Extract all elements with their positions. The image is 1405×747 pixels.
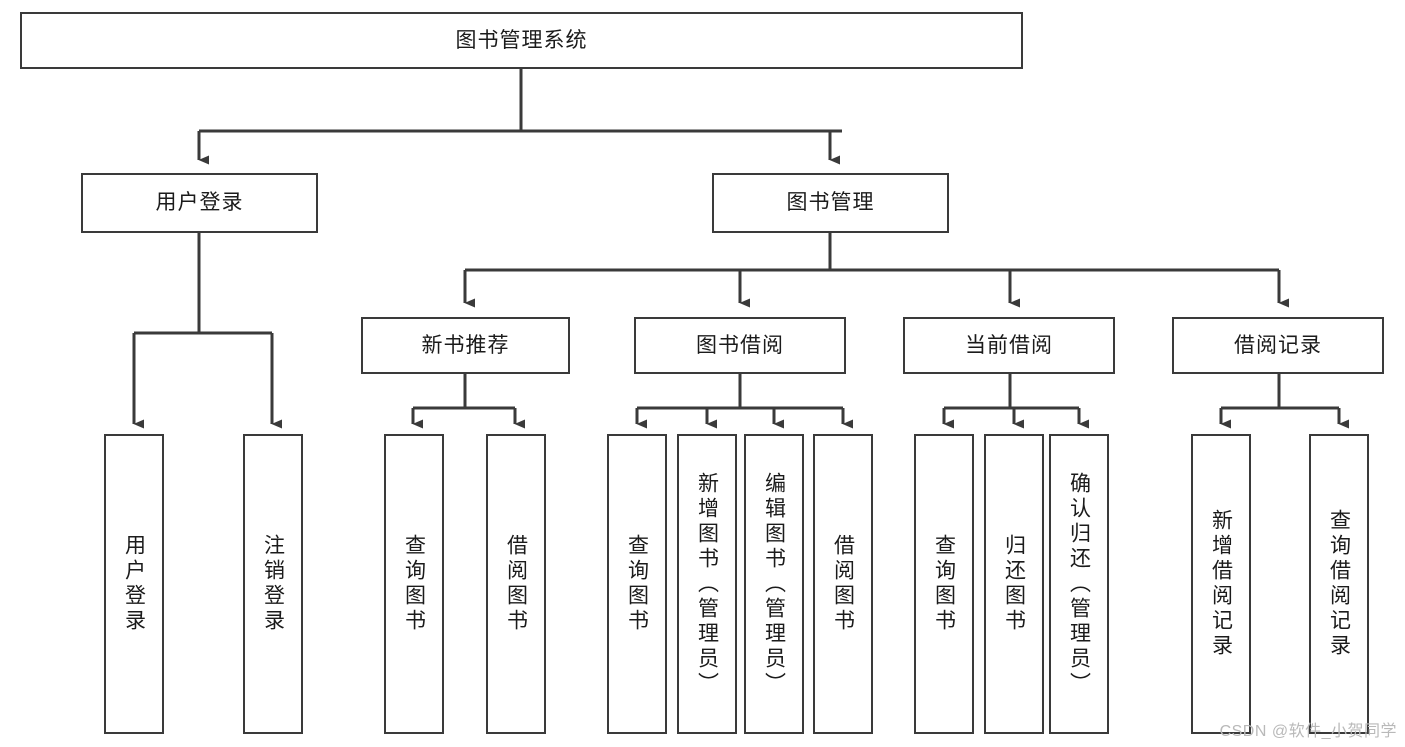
node-label: 归还图书 (1002, 534, 1026, 634)
node-label: 借阅图书 (831, 534, 855, 634)
node-label: 注销登录 (261, 534, 285, 634)
leaf-borrow-book[interactable]: 借阅图书 (813, 434, 873, 734)
node-label: 查询图书 (932, 534, 956, 634)
leaf-query-borrow-record[interactable]: 查询借阅记录 (1309, 434, 1369, 734)
node-label: 查询图书 (625, 534, 649, 634)
node-book-management[interactable]: 图书管理 (712, 173, 949, 233)
node-label: 图书借阅 (696, 333, 784, 357)
leaf-add-borrow-record[interactable]: 新增借阅记录 (1191, 434, 1251, 734)
leaf-edit-book-admin[interactable]: 编辑图书（管理员） (744, 434, 804, 734)
node-label: 确认归还（管理员） (1067, 471, 1091, 697)
node-label: 用户登录 (122, 534, 146, 634)
node-label: 借阅图书 (504, 534, 528, 634)
node-current-borrow[interactable]: 当前借阅 (903, 317, 1115, 374)
node-new-book-recommend[interactable]: 新书推荐 (361, 317, 570, 374)
leaf-borrow-book-recommend[interactable]: 借阅图书 (486, 434, 546, 734)
node-book-management-system[interactable]: 图书管理系统 (20, 12, 1023, 69)
leaf-add-book-admin[interactable]: 新增图书（管理员） (677, 434, 737, 734)
leaf-query-book-borrow[interactable]: 查询图书 (607, 434, 667, 734)
node-label: 图书管理 (786, 191, 875, 215)
node-label: 新书推荐 (421, 333, 510, 357)
leaf-confirm-return-admin[interactable]: 确认归还（管理员） (1049, 434, 1109, 734)
node-label: 用户登录 (155, 191, 244, 215)
node-book-borrow[interactable]: 图书借阅 (634, 317, 846, 374)
leaf-query-book-current[interactable]: 查询图书 (914, 434, 974, 734)
leaf-logout-login[interactable]: 注销登录 (243, 434, 303, 734)
node-label: 图书管理系统 (455, 28, 588, 52)
leaf-query-book-recommend[interactable]: 查询图书 (384, 434, 444, 734)
node-user-login[interactable]: 用户登录 (81, 173, 318, 233)
node-label: 新增图书（管理员） (695, 471, 719, 697)
watermark-text: CSDN @软件_小贺同学 (1219, 723, 1397, 740)
node-borrow-record[interactable]: 借阅记录 (1172, 317, 1384, 374)
node-label: 新增借阅记录 (1209, 509, 1233, 659)
node-label: 借阅记录 (1234, 333, 1322, 357)
leaf-user-login[interactable]: 用户登录 (104, 434, 164, 734)
node-label: 查询图书 (402, 534, 426, 634)
leaf-return-book[interactable]: 归还图书 (984, 434, 1044, 734)
node-label: 编辑图书（管理员） (762, 471, 786, 697)
node-label: 查询借阅记录 (1327, 509, 1351, 659)
node-label: 当前借阅 (965, 333, 1053, 357)
